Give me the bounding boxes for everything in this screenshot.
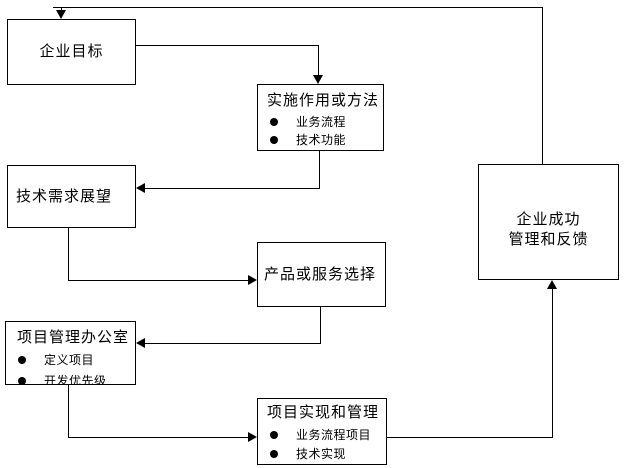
pmo-bullet-1: 定义项目 bbox=[6, 353, 135, 367]
connector-tech-product-v bbox=[68, 228, 69, 281]
connector-product-pmo-v bbox=[320, 307, 321, 344]
bullet-dot bbox=[18, 356, 26, 364]
implementation-bullet-2: 技术实现 bbox=[258, 447, 386, 461]
connector-feedback-right-v bbox=[542, 7, 543, 164]
success-label-line1: 企业成功 bbox=[516, 211, 581, 228]
implementation-bullet-1: 业务流程项目 bbox=[258, 428, 386, 442]
bullet-dot bbox=[270, 118, 278, 126]
arrowhead-into-project-implementation bbox=[248, 432, 257, 442]
enterprise-success-feedback-label: 企业成功 管理和反馈 bbox=[479, 165, 618, 279]
pmo-bullet-2-label: 开发优先级 bbox=[44, 374, 107, 385]
box-project-implementation: 项目实现和管理 业务流程项目 技术实现 bbox=[257, 398, 387, 465]
arrowhead-into-goals bbox=[56, 10, 66, 19]
box-tech-requirements-outlook: 技术需求展望 bbox=[7, 165, 136, 228]
methods-bullet-2-label: 技术功能 bbox=[296, 133, 347, 147]
connector-feedback-left-v bbox=[61, 7, 62, 12]
box-product-service-selection: 产品或服务选择 bbox=[257, 242, 386, 307]
project-implementation-label: 项目实现和管理 bbox=[267, 404, 380, 421]
tech-requirements-outlook-label: 技术需求展望 bbox=[16, 187, 113, 205]
success-label-line2: 管理和反馈 bbox=[508, 231, 589, 248]
bullet-dot bbox=[18, 377, 26, 384]
methods-bullet-1-label: 业务流程 bbox=[296, 115, 347, 129]
connector-impl-success-v bbox=[552, 288, 553, 438]
implementation-bullet-1-label: 业务流程项目 bbox=[296, 428, 372, 442]
connector-goals-methods-h bbox=[136, 45, 319, 46]
connector-methods-tech-v bbox=[319, 151, 320, 189]
arrowhead-into-tech-outlook bbox=[136, 183, 145, 193]
box-enterprise-goals: 企业目标 bbox=[7, 19, 136, 85]
arrowhead-into-success bbox=[547, 280, 557, 289]
arrowhead-into-methods bbox=[313, 75, 323, 84]
connector-pmo-impl-v bbox=[68, 385, 69, 438]
arrowhead-into-pmo bbox=[136, 338, 145, 348]
connector-product-pmo-h bbox=[145, 343, 321, 344]
methods-bullet-1: 业务流程 bbox=[258, 115, 383, 129]
methods-bullet-2: 技术功能 bbox=[258, 133, 383, 147]
bullet-dot bbox=[270, 450, 278, 458]
product-service-selection-label: 产品或服务选择 bbox=[264, 265, 377, 283]
box-pmo: 项目管理办公室 定义项目 开发优先级 bbox=[5, 321, 136, 385]
connector-pmo-impl-h bbox=[68, 437, 249, 438]
enterprise-goals-label: 企业目标 bbox=[39, 43, 104, 60]
connector-methods-tech-h bbox=[145, 188, 320, 189]
bullet-dot bbox=[270, 431, 278, 439]
connector-impl-success-h bbox=[387, 437, 553, 438]
box-enterprise-success-feedback: 企业成功 管理和反馈 bbox=[478, 164, 619, 280]
implementation-methods-label: 实施作用或方法 bbox=[267, 92, 380, 109]
bullet-dot bbox=[270, 136, 278, 144]
connector-tech-product-h bbox=[68, 280, 249, 281]
box-implementation-methods: 实施作用或方法 业务流程 技术功能 bbox=[257, 84, 384, 151]
connector-feedback-top-h bbox=[53, 7, 543, 8]
implementation-bullet-2-label: 技术实现 bbox=[296, 447, 347, 461]
connector-goals-methods-v bbox=[318, 45, 319, 76]
pmo-bullet-1-label: 定义项目 bbox=[44, 353, 95, 367]
pmo-label: 项目管理办公室 bbox=[17, 329, 130, 346]
arrowhead-into-product-selection bbox=[248, 275, 257, 285]
pmo-bullet-2: 开发优先级 bbox=[6, 374, 135, 385]
